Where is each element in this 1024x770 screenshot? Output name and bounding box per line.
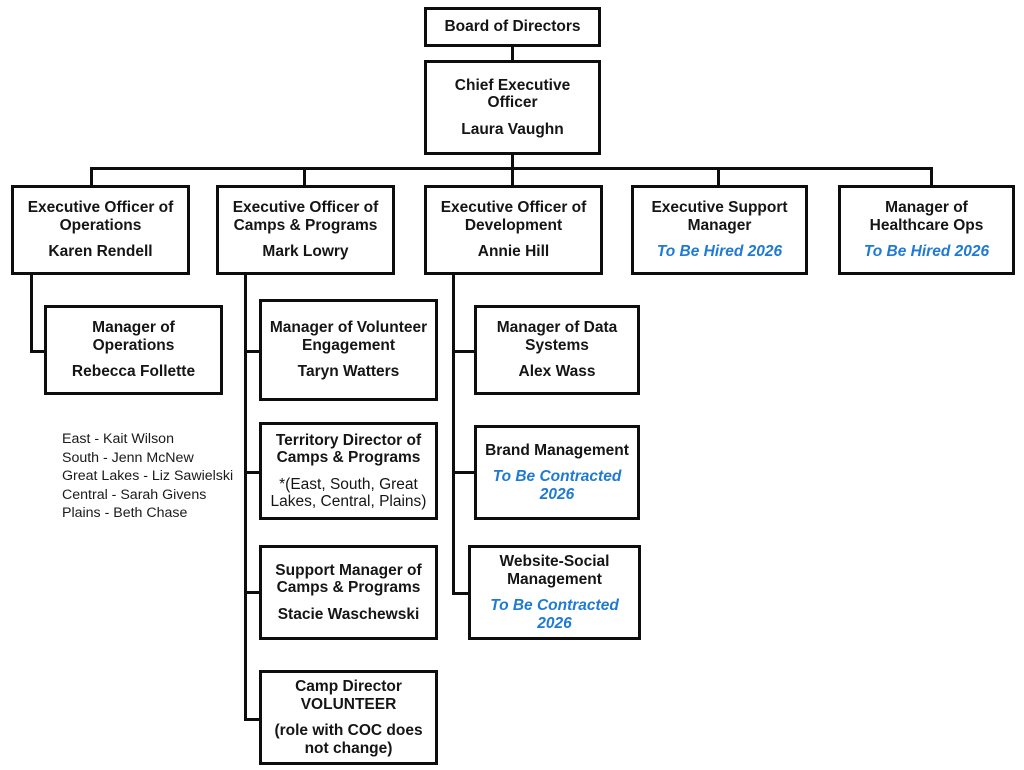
node-title: Manager of Healthcare Ops <box>869 199 984 234</box>
connector-ceo-stem <box>511 152 514 169</box>
node-support-manager-of-camps-programs[interactable]: Support Manager of Camps & Programs Stac… <box>259 545 438 640</box>
connector-elbow-territory-director <box>244 471 266 474</box>
node-camp-director-volunteer[interactable]: Camp Director VOLUNTEER (role with COC d… <box>259 670 438 765</box>
node-brand-management[interactable]: Brand Management To Be Contracted 2026 <box>474 425 640 520</box>
node-title: Manager of Data Systems <box>496 319 618 354</box>
node-title: Brand Management <box>485 441 629 459</box>
connector-elbow-support-mgr-camps <box>244 591 266 594</box>
node-person: Laura Vaughn <box>461 120 564 138</box>
connector-spine-operations <box>30 273 33 353</box>
node-executive-officer-of-operations[interactable]: Executive Officer of Operations Karen Re… <box>11 185 190 275</box>
node-manager-of-data-systems[interactable]: Manager of Data Systems Alex Wass <box>474 305 640 395</box>
node-person: Stacie Waschewski <box>277 605 420 623</box>
connector-elbow-brand-management <box>452 471 476 474</box>
node-title: Executive Officer of Operations <box>27 199 174 234</box>
node-manager-of-volunteer-engagement[interactable]: Manager of Volunteer Engagement Taryn Wa… <box>259 299 438 401</box>
node-title: Website-Social Management <box>499 553 610 588</box>
node-title: Support Manager of Camps & Programs <box>275 561 422 597</box>
node-title: Chief Executive Officer <box>454 76 571 112</box>
node-person: *(East, South, Great Lakes, Central, Pla… <box>270 475 427 511</box>
connector-elbow-mgr-operations <box>30 350 54 353</box>
node-person: (role with COC does not change) <box>274 722 423 757</box>
node-person: Rebecca Follette <box>71 363 196 381</box>
node-title: Executive Support Manager <box>651 199 788 234</box>
node-executive-officer-of-development[interactable]: Executive Officer of Development Annie H… <box>424 185 603 275</box>
connector-drop-eo-camps <box>303 167 306 187</box>
node-person: To Be Hired 2026 <box>863 243 990 261</box>
node-person: Karen Rendell <box>48 243 153 261</box>
node-executive-officer-of-camps-programs[interactable]: Executive Officer of Camps & Programs Ma… <box>216 185 395 275</box>
connector-elbow-mgr-volunteer <box>244 350 266 353</box>
node-title: Manager of Operations <box>92 319 175 354</box>
territory-assignments-list: East - Kait Wilson South - Jenn McNew Gr… <box>62 431 234 522</box>
node-manager-of-healthcare-ops[interactable]: Manager of Healthcare Ops To Be Hired 20… <box>838 185 1015 275</box>
connector-drop-eo-development <box>511 167 514 187</box>
connector-drop-exec-support <box>717 167 720 187</box>
connector-drop-eo-operations <box>90 167 93 187</box>
node-person: To Be Hired 2026 <box>656 243 783 261</box>
node-person: Alex Wass <box>518 363 596 381</box>
node-board-of-directors[interactable]: Board of Directors <box>424 7 601 47</box>
node-title: Board of Directors <box>444 18 581 36</box>
node-person: Annie Hill <box>477 243 550 261</box>
node-title: Camp Director VOLUNTEER <box>295 678 402 713</box>
connector-elbow-camp-director <box>244 718 266 721</box>
connector-spine-camps <box>244 273 247 721</box>
node-title: Manager of Volunteer Engagement <box>269 319 428 354</box>
node-executive-support-manager[interactable]: Executive Support Manager To Be Hired 20… <box>631 185 808 275</box>
connector-board-to-ceo <box>511 45 514 62</box>
node-title: Executive Officer of Camps & Programs <box>232 199 379 234</box>
node-territory-director-of-camps-programs[interactable]: Territory Director of Camps & Programs *… <box>259 422 438 520</box>
connector-elbow-website-social <box>452 592 476 595</box>
node-chief-executive-officer[interactable]: Chief Executive Officer Laura Vaughn <box>424 60 601 155</box>
node-manager-of-operations[interactable]: Manager of Operations Rebecca Follette <box>44 305 223 395</box>
connector-drop-healthcare-ops <box>930 167 933 187</box>
connector-elbow-mgr-data-systems <box>452 350 476 353</box>
node-person: To Be Contracted 2026 <box>492 468 622 503</box>
node-title: Executive Officer of Development <box>440 199 587 234</box>
node-person: To Be Contracted 2026 <box>490 597 619 632</box>
node-person: Mark Lowry <box>262 243 349 261</box>
connector-spine-development <box>452 273 455 595</box>
node-title: Territory Director of Camps & Programs <box>275 431 422 467</box>
node-person: Taryn Watters <box>297 363 400 381</box>
node-website-social-management[interactable]: Website-Social Management To Be Contract… <box>468 545 641 640</box>
